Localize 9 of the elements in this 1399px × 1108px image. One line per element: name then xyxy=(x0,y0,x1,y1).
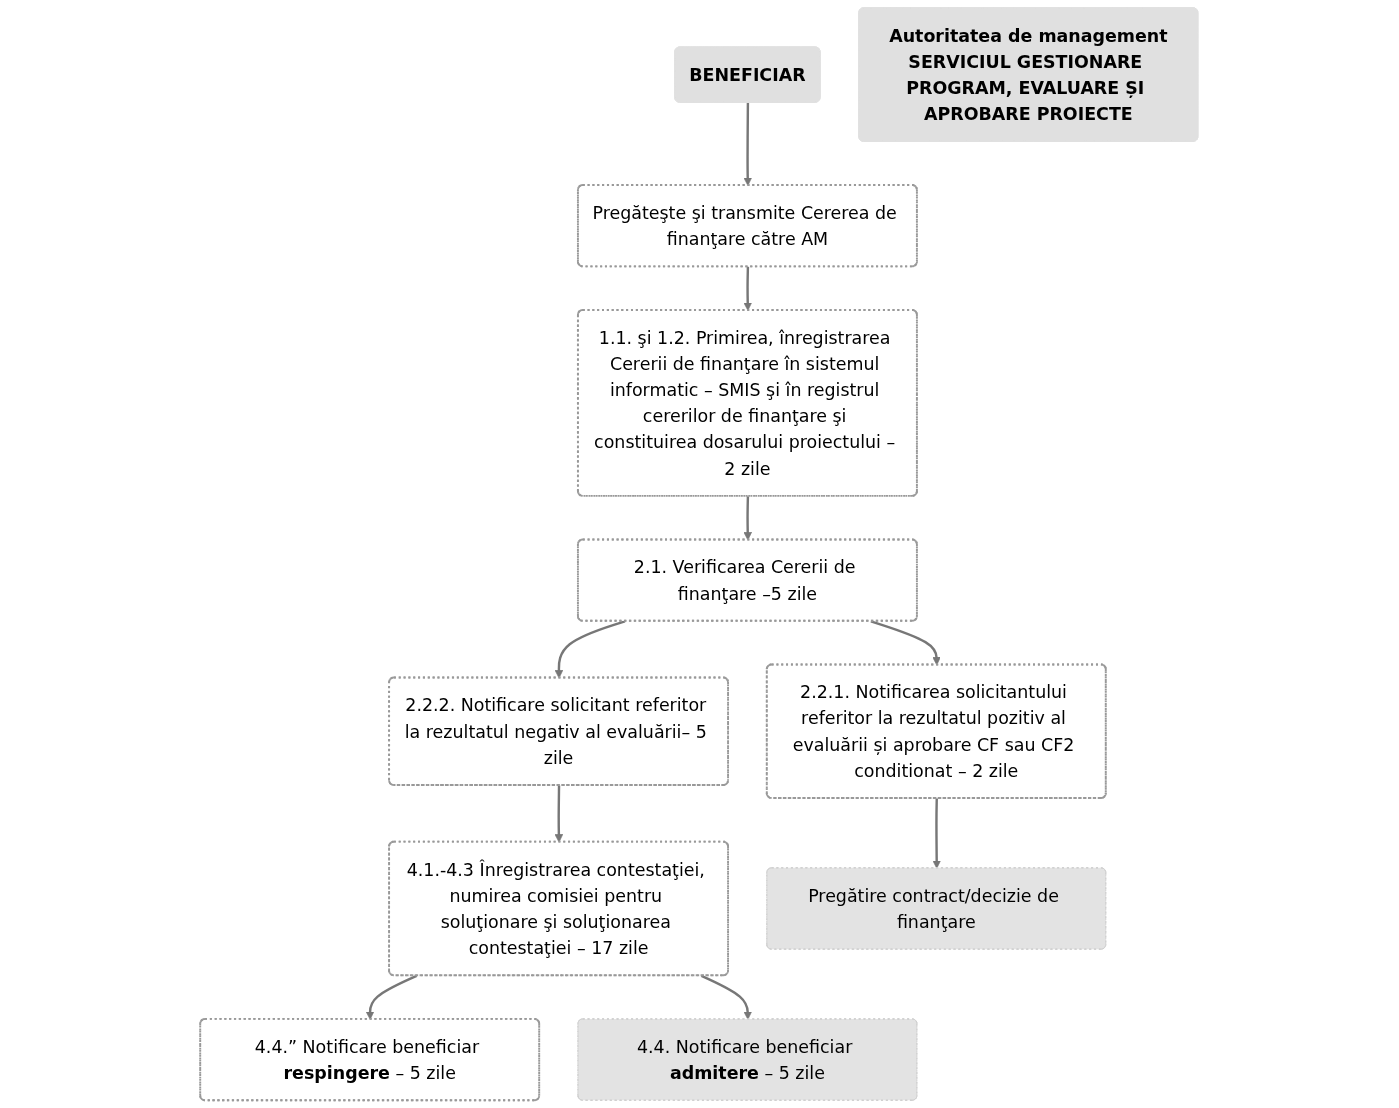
arrow xyxy=(871,620,942,666)
arrow xyxy=(743,496,753,541)
arrow xyxy=(555,620,626,679)
arrow xyxy=(701,974,753,1020)
arrow xyxy=(366,974,418,1020)
arrow xyxy=(743,102,753,186)
arrow xyxy=(743,266,753,311)
arrow xyxy=(932,798,942,869)
arrow xyxy=(555,785,564,843)
